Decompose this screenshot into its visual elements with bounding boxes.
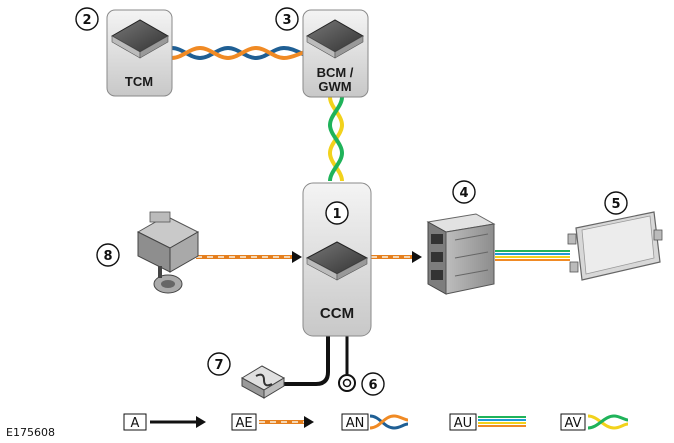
callout-7: 7 [207, 352, 231, 376]
callout-6: 6 [361, 372, 385, 396]
signal-link-ccm-module4 [371, 251, 422, 263]
can-network-tcm-bcm [171, 45, 306, 61]
svg-text:3: 3 [282, 13, 291, 28]
legend-item-ae: AE [231, 413, 314, 431]
sensor-8-component[interactable] [136, 211, 200, 294]
legend-item-an: AN [341, 413, 409, 431]
svg-text:2: 2 [82, 13, 91, 28]
svg-text:AN: AN [346, 416, 365, 431]
module-4-component[interactable] [426, 213, 496, 295]
svg-text:AE: AE [235, 416, 252, 431]
tcm-label: TCM [125, 74, 153, 89]
svg-text:6: 6 [368, 378, 377, 393]
lin-network-bcm-ccm [327, 96, 345, 182]
legend-item-a: A [123, 413, 206, 431]
fuse-7-component[interactable] [240, 365, 286, 399]
svg-text:8: 8 [103, 249, 112, 264]
bundle-link-module4-module5 [495, 250, 570, 261]
bcm-gwm-module[interactable]: BCM / GWM [302, 9, 369, 98]
hardwired-links-ccm [282, 336, 349, 386]
ccm-chip-icon [305, 241, 369, 281]
tcm-module[interactable]: TCM [106, 9, 173, 97]
callout-5: 5 [604, 191, 628, 215]
figure-reference: E175608 [6, 426, 55, 439]
bcm-label-line2: GWM [318, 79, 351, 94]
svg-text:7: 7 [214, 358, 223, 373]
callout-4: 4 [452, 180, 476, 204]
callout-8: 8 [96, 243, 120, 267]
svg-text:AU: AU [454, 416, 472, 431]
callout-3: 3 [275, 7, 299, 31]
svg-text:AV: AV [565, 416, 582, 431]
signal-link-sensor-ccm [196, 251, 302, 263]
svg-text:1: 1 [332, 207, 341, 222]
tcm-chip-icon [110, 19, 170, 59]
svg-text:4: 4 [459, 186, 468, 201]
ground-6-icon [338, 374, 356, 392]
ccm-module[interactable]: CCM [302, 182, 372, 337]
bcm-label-line1: BCM / [317, 65, 354, 80]
ccm-label: CCM [320, 305, 354, 322]
callout-2: 2 [75, 7, 99, 31]
callout-1: 1 [325, 201, 349, 225]
module-5-component[interactable] [567, 211, 663, 281]
legend: A AE AN AU [123, 413, 629, 431]
bcm-chip-icon [305, 19, 365, 59]
legend-item-av: AV [560, 413, 629, 431]
svg-text:5: 5 [611, 197, 620, 212]
svg-text:A: A [131, 416, 140, 431]
legend-item-au: AU [449, 413, 526, 431]
